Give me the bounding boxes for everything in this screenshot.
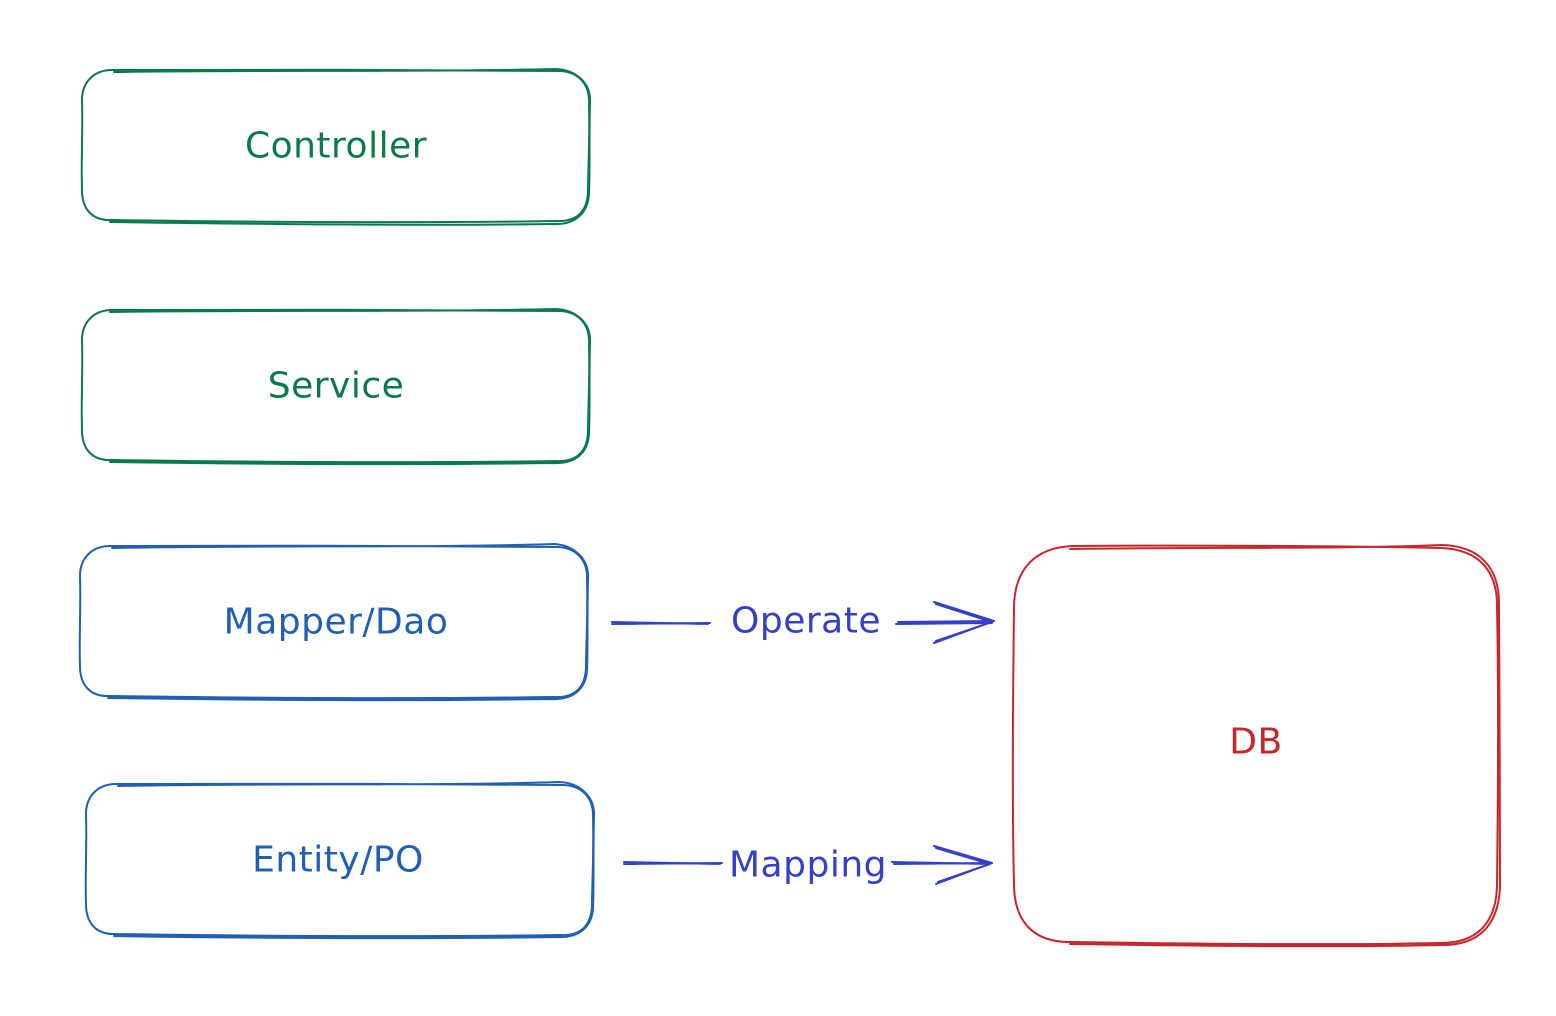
mapper-dao-label: Mapper/Dao [224, 602, 449, 643]
operate-line-start [611, 621, 711, 625]
entity-po-label: Entity/PO [252, 840, 424, 881]
mapper-dao-box-outline [78, 543, 590, 702]
operate-label: Operate [731, 601, 881, 642]
operate-arrowhead [933, 601, 995, 644]
mapping-label: Mapping [729, 845, 887, 886]
entity-po-node[interactable]: Entity/PO [84, 781, 596, 940]
mapper-dao-node[interactable]: Mapper/Dao [78, 543, 590, 702]
controller-label: Controller [245, 126, 427, 167]
mapping-relation: Mapping [623, 845, 993, 886]
mapping-line-start [623, 861, 723, 865]
operate-relation: Operate [611, 601, 995, 644]
mapping-line-end [891, 861, 993, 865]
service-node[interactable]: Service [80, 308, 592, 466]
controller-node[interactable]: Controller [80, 68, 592, 226]
entity-po-box-outline [84, 781, 596, 940]
db-box-outline [1011, 544, 1501, 948]
service-label: Service [268, 366, 405, 407]
db-label: DB [1229, 722, 1282, 763]
db-node[interactable]: DB [1011, 544, 1501, 948]
service-box-outline [80, 308, 592, 466]
controller-box-outline [80, 68, 592, 226]
operate-line-end [895, 620, 995, 625]
mapping-arrowhead [933, 845, 993, 885]
